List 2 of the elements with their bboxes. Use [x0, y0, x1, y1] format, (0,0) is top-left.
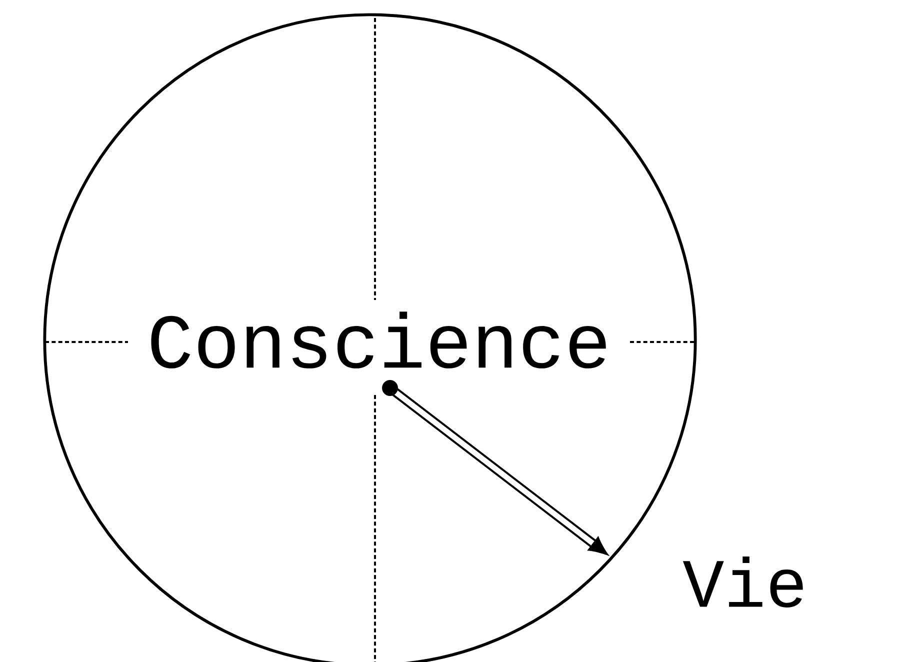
circle-label: Conscience — [151, 312, 606, 368]
side-label: Vie — [682, 556, 803, 608]
